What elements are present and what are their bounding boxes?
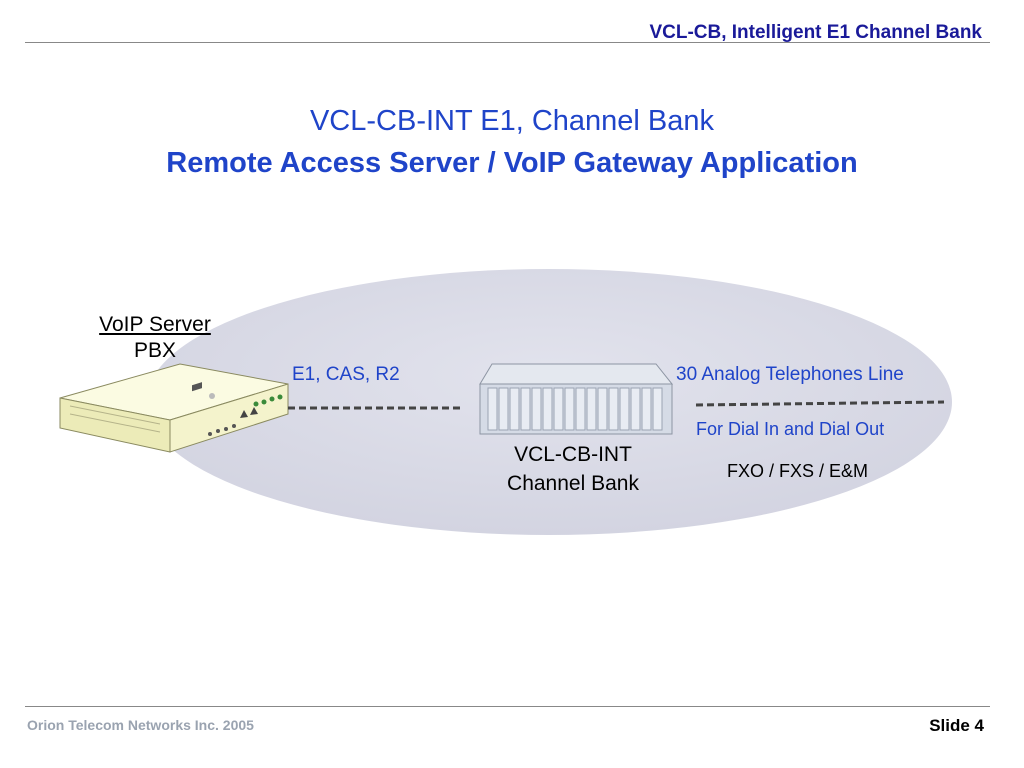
pbx-label-line2: PBX: [133, 339, 177, 362]
e1-link-line: [288, 406, 464, 410]
slide-number: Slide 4: [929, 716, 984, 735]
pbx-label-line1: VoIP Server: [99, 313, 211, 336]
channel-bank-label-line1: VCL-CB-INT: [514, 443, 632, 466]
dial-in-out-label: For Dial In and Dial Out: [696, 419, 885, 439]
interface-types-label: FXO / FXS / E&M: [727, 461, 869, 481]
pbx-label: VoIP Server PBX: [80, 312, 230, 364]
analog-lines-label: 30 Analog Telephones Line: [676, 364, 904, 385]
e1-link-label: E1, CAS, R2: [292, 364, 400, 385]
voip-server-device-icon: [59, 363, 289, 453]
footer-divider: [25, 706, 990, 707]
header-divider: [25, 42, 990, 43]
footer-company: Orion Telecom Networks Inc. 2005: [27, 717, 254, 733]
channel-bank-label-line2: Channel Bank: [507, 472, 639, 495]
channel-bank-label: VCL-CB-INT Channel Bank: [478, 440, 668, 498]
slide-title: VCL-CB-INT E1, Channel Bank: [309, 105, 715, 137]
slide-subtitle: Remote Access Server / VoIP Gateway Appl…: [166, 147, 858, 179]
channel-bank-device-icon: [479, 363, 674, 435]
analog-link-line: [695, 400, 945, 407]
header-title: VCL-CB, Intelligent E1 Channel Bank: [649, 22, 982, 43]
